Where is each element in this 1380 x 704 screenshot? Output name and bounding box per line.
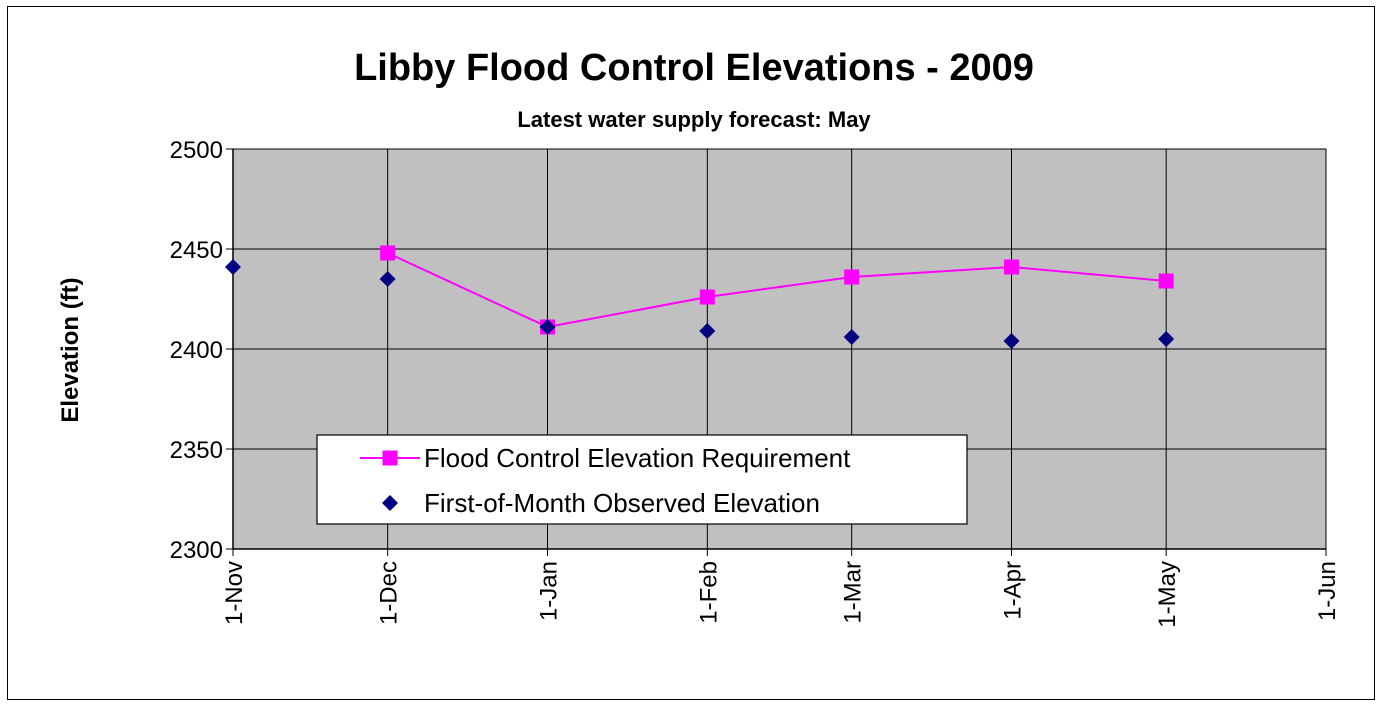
x-tick-label: 1-Apr — [1000, 561, 1027, 620]
y-tick-label: 2450 — [170, 237, 223, 264]
x-tick-label: 1-Nov — [221, 561, 248, 625]
series-layer — [225, 245, 1175, 349]
chart-subtitle: Latest water supply forecast: May — [517, 107, 871, 132]
series-line-0 — [387, 252, 1167, 329]
data-point-diamond — [1003, 333, 1020, 349]
legend-box — [316, 434, 968, 525]
y-tick-label: 2350 — [170, 437, 223, 464]
data-point-square — [1158, 273, 1174, 289]
x-tick-label: 1-May — [1154, 561, 1181, 628]
data-point-diamond — [379, 271, 396, 287]
data-point-square — [380, 245, 396, 261]
x-tick-label: 1-Feb — [695, 561, 722, 624]
y-tick-label: 2500 — [170, 137, 223, 164]
legend-label-fcer: Flood Control Elevation Requirement — [424, 443, 851, 473]
data-point-square — [844, 269, 860, 285]
legend: Flood Control Elevation Requirement Firs… — [316, 434, 968, 525]
x-ticks: 1-Nov 1-Dec 1-Jan 1-Feb 1-Mar 1-Apr 1-May 1-Jun — [221, 549, 1341, 628]
y-tick-label: 2300 — [170, 537, 223, 564]
data-point-square — [699, 289, 715, 305]
data-point-diamond — [225, 259, 241, 275]
legend-marker-square — [382, 450, 398, 466]
x-tick-label: 1-Mar — [840, 561, 867, 624]
chart-title: Libby Flood Control Elevations - 2009 — [354, 47, 1034, 89]
data-point-diamond — [1158, 331, 1175, 347]
x-tick-label: 1-Dec — [376, 561, 403, 625]
x-tick-label: 1-Jan — [535, 561, 562, 621]
y-axis-label: Elevation (ft) — [57, 277, 84, 422]
data-point-diamond — [843, 329, 860, 345]
data-point-square — [1004, 259, 1020, 275]
data-point-diamond — [699, 323, 716, 339]
y-tick-label: 2400 — [170, 337, 223, 364]
legend-label-observed: First-of-Month Observed Elevation — [424, 488, 820, 518]
legend-marker-diamond — [382, 495, 398, 511]
data-point-diamond — [539, 319, 556, 335]
x-tick-label: 1-Jun — [1314, 561, 1341, 621]
y-ticks: 2300 2350 2400 2450 2500 — [170, 137, 233, 564]
